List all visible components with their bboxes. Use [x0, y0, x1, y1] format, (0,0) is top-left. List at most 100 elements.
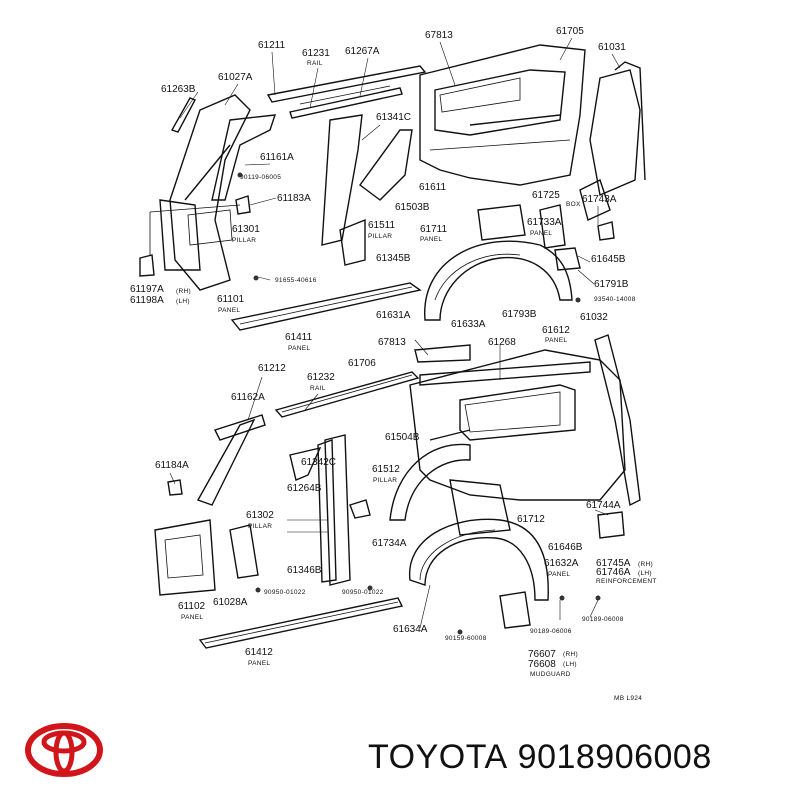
part-sublabel: PANEL: [530, 230, 552, 237]
part-label: 61744A: [586, 500, 621, 511]
brand-name: TOYOTA: [368, 738, 508, 776]
part-label: 61412: [245, 647, 273, 658]
part-label: 61212: [258, 363, 286, 374]
upper-assembly-drawing: [139, 44, 646, 331]
lower-assembly-drawing: [154, 334, 641, 649]
part-label: 61032: [580, 312, 608, 323]
part-sublabel: REINFORCEMENT: [596, 578, 657, 585]
part-sublabel: PANEL: [545, 337, 567, 344]
part-label: 61301: [232, 224, 260, 235]
part-label: 61512: [372, 464, 400, 475]
part-label: 90189-06008: [582, 616, 624, 623]
part-label: 61745A: [596, 558, 631, 569]
upper-callouts: 61211 61231 RAIL 61267A 67813 61705 6103…: [130, 26, 636, 352]
part-label: 61633A: [451, 319, 486, 330]
part-label: 61793B: [502, 309, 537, 320]
part-sublabel: (LH): [638, 570, 652, 577]
part-label: 61725: [532, 190, 560, 201]
part-label: 61345B: [376, 253, 411, 264]
part-label: 61646B: [548, 542, 583, 553]
part-label: 61232: [307, 372, 335, 383]
part-label: 61101: [217, 294, 245, 305]
part-sublabel: PANEL: [420, 236, 442, 243]
part-label: 90950-01022: [264, 589, 306, 596]
part-label: 61706: [348, 358, 376, 369]
part-sublabel: (LH): [563, 661, 577, 668]
part-label: 61791B: [594, 279, 629, 290]
part-label: 61341C: [376, 112, 411, 123]
part-label: 61743A: [582, 194, 617, 205]
part-label: 90950-01022: [342, 589, 384, 596]
part-label: 61734A: [372, 538, 407, 549]
part-sublabel: RAIL: [307, 60, 323, 67]
leader-lines: [169, 37, 621, 629]
part-label: 61503B: [395, 202, 430, 213]
part-label: 61263B: [161, 84, 196, 95]
part-label: 67813: [378, 337, 406, 348]
part-sublabel: PANEL: [548, 571, 570, 578]
part-label: 61102: [178, 601, 206, 612]
part-label: 76607: [528, 649, 556, 660]
part-sublabel: BOX: [566, 201, 581, 208]
lower-callouts: 67813 61268 61212 61232 RAIL 61706 61162…: [155, 337, 657, 702]
toyota-emblem-icon: [25, 723, 103, 777]
part-label: 61632A: [544, 558, 579, 569]
part-label: 61268: [488, 337, 516, 348]
part-label: 90159-60008: [445, 635, 487, 642]
part-label: 61161A: [260, 152, 294, 163]
part-label: 61711: [420, 224, 448, 235]
parts-diagram: 61211 61231 RAIL 61267A 67813 61705 6103…: [130, 26, 657, 702]
part-label: 61027A: [218, 72, 253, 83]
part-number: 9018906008: [517, 738, 712, 776]
part-label: 61211: [258, 40, 286, 51]
part-sublabel: PANEL: [248, 660, 270, 667]
part-sublabel: PILLAR: [232, 237, 256, 244]
part-label: 61267A: [345, 46, 380, 57]
part-sublabel: (LH): [176, 298, 190, 305]
part-sublabel: PILLAR: [248, 523, 272, 530]
part-label: 61612: [542, 325, 570, 336]
part-label: 61302: [246, 510, 274, 521]
part-label: 91655-40616: [275, 277, 317, 284]
part-label: 61611: [419, 182, 447, 193]
part-label: 61183A: [277, 193, 311, 204]
part-label: 61198A: [130, 295, 164, 306]
part-sublabel: PANEL: [218, 307, 240, 314]
part-label: 61028A: [213, 597, 248, 608]
part-label: 61197A: [130, 284, 164, 295]
part-label: 61504B: [385, 432, 420, 443]
part-sublabel: PANEL: [181, 614, 203, 621]
part-label: 61746A: [596, 567, 631, 578]
part-label: 61162A: [231, 392, 265, 403]
part-label: 93540-14008: [594, 296, 636, 303]
part-label: 61733A: [527, 217, 562, 228]
part-label: 61631A: [376, 310, 411, 321]
part-label: 61231: [302, 48, 330, 59]
part-label: 67813: [425, 30, 453, 41]
part-label: 61342C: [301, 457, 336, 468]
part-label: 90189-06006: [530, 628, 572, 635]
part-label: 61712: [517, 514, 545, 525]
part-label: 61264B: [287, 483, 322, 494]
fasteners: [237, 172, 601, 635]
part-label: 61634A: [393, 624, 428, 635]
part-sublabel: PILLAR: [373, 477, 397, 484]
part-label: 61511: [368, 220, 396, 231]
part-label: 61346B: [287, 565, 322, 576]
part-sublabel: PANEL: [288, 345, 310, 352]
part-sublabel: MUDGUARD: [530, 671, 571, 678]
part-label: 61705: [556, 26, 584, 37]
drawing-code: MB L924: [614, 695, 642, 702]
part-sublabel: (RH): [638, 561, 653, 568]
part-label: 61645B: [591, 254, 626, 265]
part-label: 61411: [285, 332, 313, 343]
part-sublabel: RAIL: [310, 385, 326, 392]
part-label: 76608: [528, 659, 556, 670]
part-sublabel: (RH): [563, 651, 578, 658]
part-label: 61184A: [155, 460, 189, 471]
part-label: 90119-06005: [240, 174, 281, 181]
part-sublabel: PILLAR: [368, 233, 392, 240]
part-sublabel: (RH): [176, 288, 191, 295]
part-label: 61031: [598, 42, 626, 53]
